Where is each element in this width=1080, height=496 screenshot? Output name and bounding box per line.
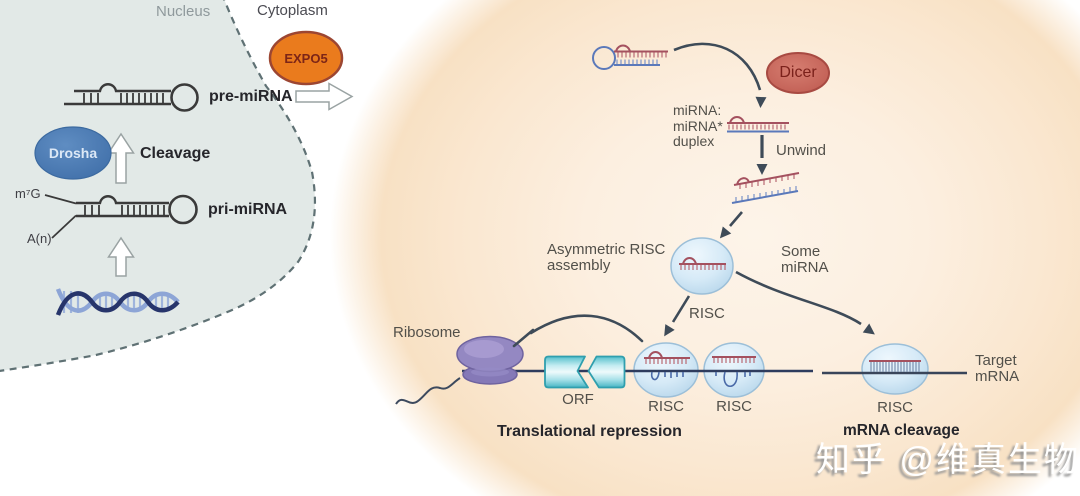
- mirna-duplex-label: miRNA: miRNA* duplex: [673, 102, 723, 149]
- pre-mirna-label: pre-miRNA: [209, 88, 293, 105]
- risc-target-label: RISC: [877, 399, 913, 416]
- drosha-label: Drosha: [48, 145, 98, 161]
- assembly-label: Asymmetric RISC assembly: [547, 241, 666, 274]
- dicer-arrow: [673, 42, 767, 108]
- expo5-export-arrow: [295, 82, 354, 111]
- ribosome-label: Ribosome: [393, 324, 461, 341]
- dicer-label: Dicer: [779, 64, 817, 81]
- expo5-ellipse: [268, 30, 344, 86]
- unwind-arrow: [756, 135, 768, 175]
- cap-label: m⁷G: [15, 186, 41, 201]
- drosha-ellipse: [34, 126, 112, 180]
- pri-mirna-label: pri-miRNA: [208, 201, 288, 218]
- mrna-cleavage-label: mRNA cleavage: [843, 422, 960, 439]
- cytoplasm-label: Cytoplasm: [257, 2, 328, 19]
- expo5-label: EXPO5: [284, 51, 328, 66]
- risc2-strand: [712, 356, 756, 388]
- risc2-label: RISC: [716, 398, 752, 415]
- pre-mirna-hairpin: [64, 83, 199, 112]
- cleavage-label: Cleavage: [140, 145, 211, 162]
- pri-mirna-hairpin: [44, 194, 198, 239]
- nucleus-region: [0, 0, 315, 371]
- risc-arrow-label: RISC: [689, 305, 725, 322]
- cleavage-up-arrow: [107, 132, 135, 184]
- unwind-label: Unwind: [776, 142, 827, 159]
- unwound-strands: [731, 172, 800, 204]
- orf-box: [544, 355, 626, 389]
- nuclear-envelope-dashed-border: [0, 0, 317, 372]
- pri-up-arrow: [107, 236, 135, 277]
- some-mirna-label: Some miRNA: [781, 243, 829, 276]
- risc1-strand: [644, 351, 690, 381]
- mirna-duplex: [727, 116, 789, 133]
- translational-repression-label: Translational repression: [497, 423, 682, 440]
- mrna-squiggle: [395, 377, 461, 405]
- orf-label: ORF: [562, 391, 594, 408]
- risc-assembly-arrow: [719, 211, 743, 239]
- poly-a-label: A(n): [27, 231, 52, 246]
- risc-to-mrna-arrow: [664, 295, 691, 337]
- cytoplasm-pre-mirna-hairpin: [592, 44, 668, 70]
- target-duplex: [869, 360, 921, 372]
- inhibition-arc: [512, 314, 644, 348]
- some-mirna-arrow: [735, 270, 875, 335]
- watermark: 知乎 @维真生物: [816, 441, 1080, 479]
- target-mrna-label: Target mRNA: [975, 352, 1020, 385]
- risc-complex: [670, 237, 734, 295]
- ribosome-shape: [456, 335, 524, 385]
- nucleus-label: Nucleus: [156, 3, 211, 20]
- dna-helix: [55, 288, 180, 316]
- risc1-label: RISC: [648, 398, 684, 415]
- dicer-ellipse: [766, 52, 830, 94]
